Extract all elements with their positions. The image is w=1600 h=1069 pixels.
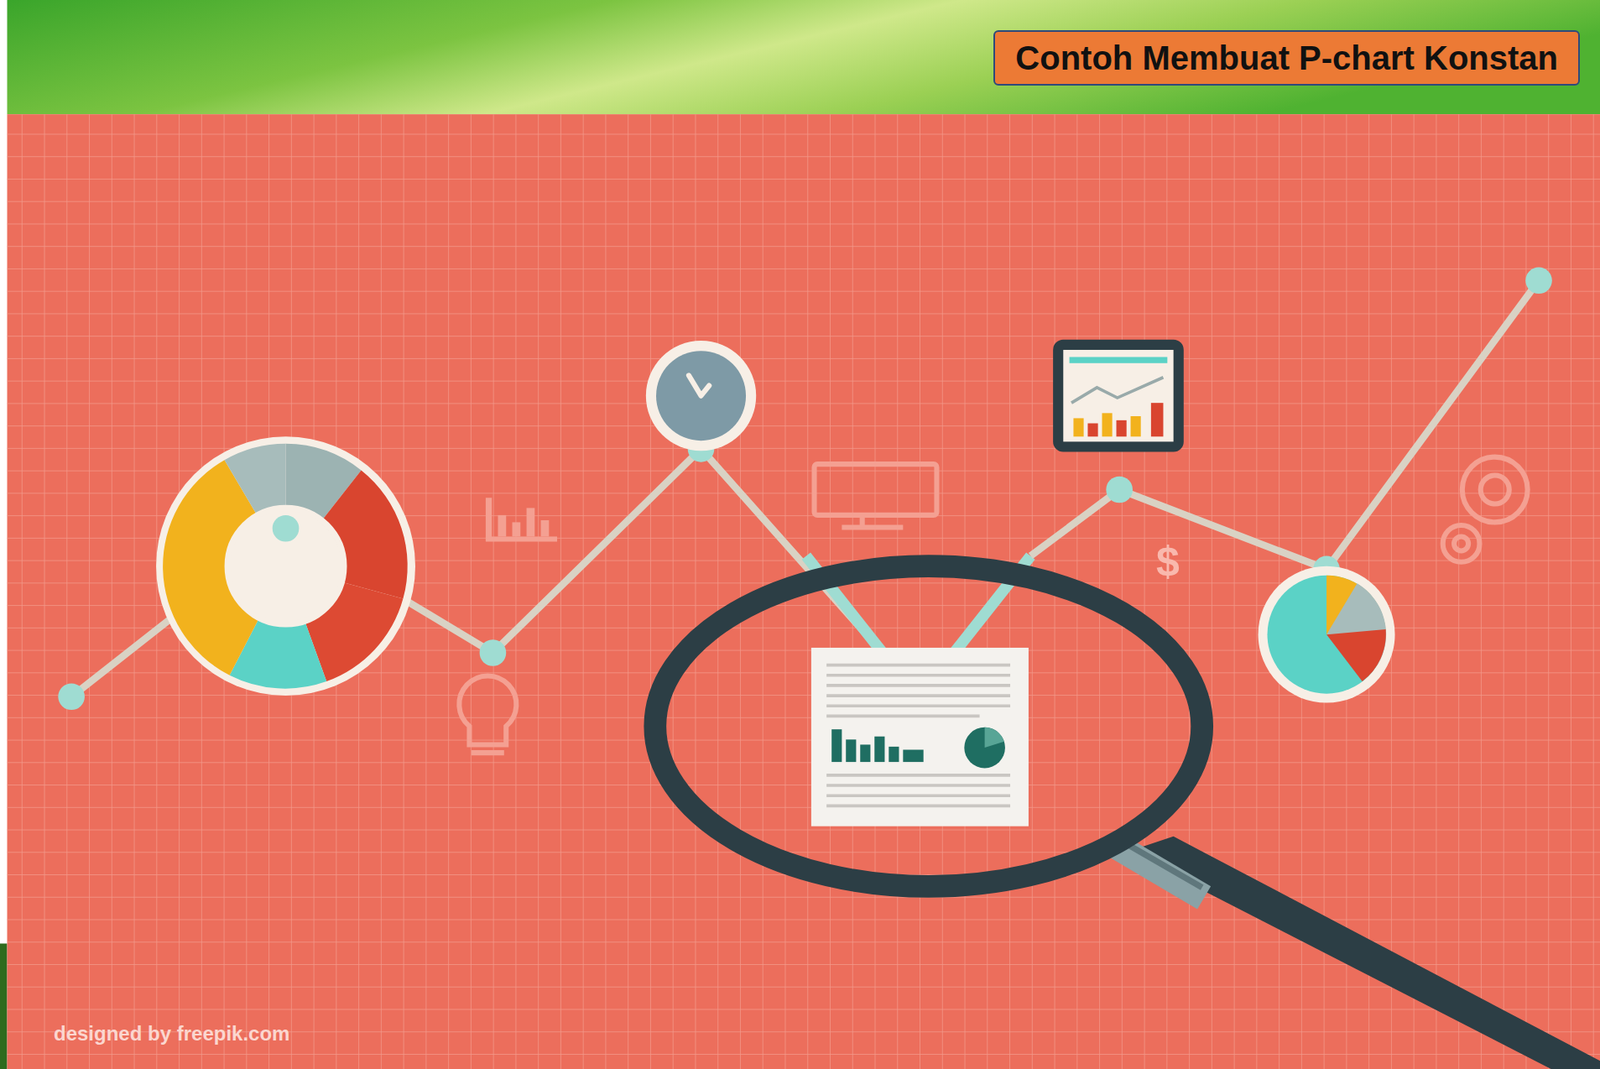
illustration-part — [688, 375, 709, 396]
illustration-part — [964, 727, 1006, 769]
chart-points — [57, 267, 1553, 711]
illustration-part — [1267, 575, 1387, 694]
illustration-part — [485, 497, 492, 541]
illustration-part — [1087, 422, 1098, 437]
illustration-part — [831, 729, 842, 762]
slide-title: Contoh Membuat P-chart Konstan — [1015, 39, 1559, 77]
illustration-part — [458, 675, 516, 745]
illustration-part — [859, 744, 871, 762]
illustration-part — [1127, 836, 1600, 1069]
illustration-part — [826, 665, 1011, 807]
illustration-part — [1122, 841, 1203, 888]
illustration-part — [646, 340, 756, 451]
illustration-part — [1069, 356, 1168, 363]
header-band — [7, 0, 1600, 115]
illustration-part — [811, 647, 1029, 827]
illustration-part — [1326, 629, 1387, 682]
illustration-part — [227, 507, 344, 625]
illustration-part — [902, 750, 923, 763]
illustration-part — [831, 729, 923, 762]
illustration-part — [471, 750, 505, 756]
bulb-icon — [458, 675, 516, 753]
illustration-part — [1105, 476, 1133, 504]
illustration-part — [1101, 412, 1112, 437]
illustration-part — [1525, 267, 1553, 295]
title-box: Contoh Membuat P-chart Konstan — [993, 30, 1580, 86]
illustration-part — [485, 536, 558, 542]
trend-line — [1030, 280, 1539, 569]
illustration-part — [1130, 416, 1142, 437]
illustration-part — [1071, 377, 1163, 403]
illustration-part — [814, 463, 938, 516]
grid-texture — [7, 114, 1600, 1069]
illustration-part — [826, 775, 1011, 806]
illustration-part — [1151, 402, 1164, 437]
illustration-part — [1073, 417, 1084, 437]
illustration-part — [985, 727, 1005, 748]
illustration-part — [1462, 457, 1528, 523]
illustration-part — [1052, 339, 1184, 453]
illustration-part — [541, 520, 550, 537]
illustration-part — [156, 436, 416, 696]
donut-chart — [156, 436, 416, 696]
dollar-symbol: $ — [1156, 536, 1180, 586]
illustration-part — [655, 566, 1203, 887]
watermark: designed by freepik.com — [53, 1021, 290, 1046]
illustration-part — [512, 521, 522, 537]
illustration-part — [888, 746, 899, 762]
illustration-part — [498, 515, 507, 537]
illustration-part — [1443, 525, 1481, 563]
tablet-icon — [1052, 339, 1184, 453]
illustration-part — [272, 515, 300, 543]
pie-chart — [1258, 566, 1396, 704]
trend-line — [71, 448, 883, 697]
illustration-part — [57, 682, 85, 710]
edge-strip — [0, 943, 8, 1069]
gear-icons — [1443, 457, 1528, 563]
illustration-part — [1258, 566, 1396, 704]
document-icon — [811, 647, 1029, 827]
illustration-part — [656, 350, 746, 441]
illustration-ground — [7, 114, 1600, 1069]
bar-icon — [485, 497, 558, 542]
illustration-part — [874, 736, 885, 762]
illustration-part — [845, 739, 856, 762]
illustration-part — [1117, 846, 1204, 898]
illustration-part — [1480, 474, 1510, 504]
illustration-part — [479, 639, 507, 667]
monitor-icon — [814, 463, 938, 527]
illustration-part — [1454, 536, 1469, 551]
magnifier — [655, 566, 1600, 1069]
illustration-part — [1116, 420, 1127, 437]
illustration-part — [1063, 349, 1173, 442]
illustration-part — [526, 507, 536, 537]
illustration-part — [841, 515, 903, 528]
clock-icon — [646, 340, 756, 451]
illustration-part — [826, 665, 1011, 717]
